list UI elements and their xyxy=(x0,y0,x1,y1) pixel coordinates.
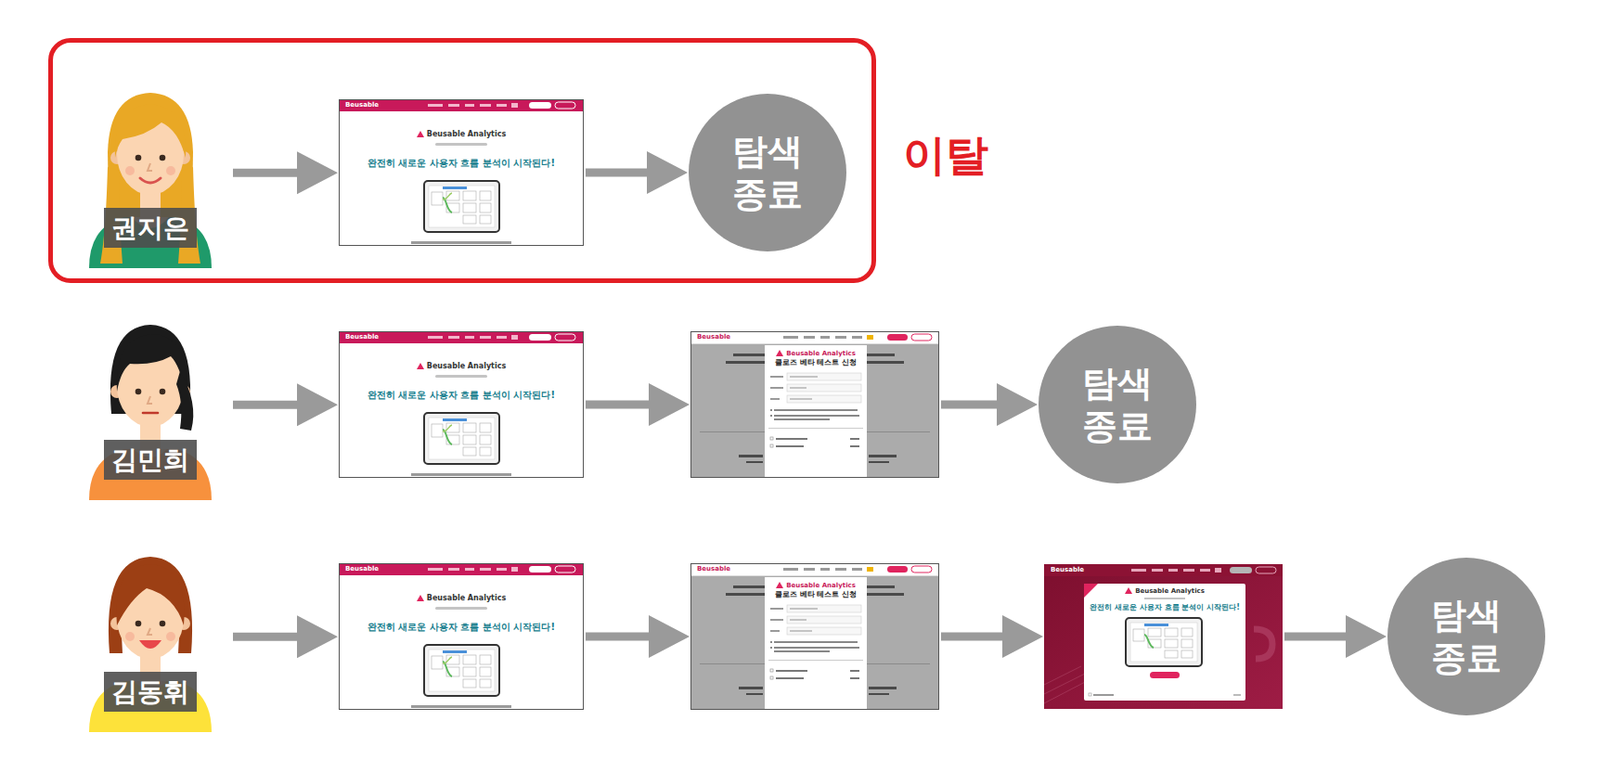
page-screenshot: BeusableBeusable Analytics 완전히 새로운 사용자 흐름… xyxy=(1044,564,1283,710)
user-name: 김민희 xyxy=(103,439,197,480)
headline-text: 완전히 새로운 사용자 흐름 분석이 시작된다! xyxy=(1083,603,1246,613)
flow-arrow xyxy=(941,383,1038,426)
dropout-frame: 이탈권지은BeusableBeusable Analytics완전히 새로운 사… xyxy=(48,38,877,284)
headline-text: 완전히 새로운 사용자 흐름 분석이 시작된다! xyxy=(338,621,584,633)
brand-text: Beusable Analytics xyxy=(1083,587,1246,596)
logo-text: Beusable xyxy=(345,333,379,342)
end-circle: 탐색 종료 xyxy=(1038,325,1197,484)
modal-title: 클로즈 베타 테스트 신청 xyxy=(764,590,867,600)
user-name: 김동휘 xyxy=(103,671,197,712)
logo-text: Beusable xyxy=(696,565,731,574)
brand-text: Beusable Analytics xyxy=(764,581,867,591)
headline-text: 완전히 새로운 사용자 흐름 분석이 시작된다! xyxy=(338,389,584,401)
arrow-head xyxy=(646,151,688,194)
brand-text: Beusable Analytics xyxy=(764,349,867,359)
screenshot-illustration xyxy=(1044,564,1283,710)
logo-text: Beusable xyxy=(345,565,379,574)
arrow-head xyxy=(296,615,338,659)
end-text: 탐색 종료 xyxy=(709,129,826,217)
brand-text: Beusable Analytics xyxy=(338,129,584,140)
page-screenshot: BeusableBeusable Analytics 완전히 새로운 사용자 흐름… xyxy=(338,99,584,246)
end-text: 탐색 종료 xyxy=(1408,593,1524,681)
flow-arrow xyxy=(941,615,1044,659)
logo-text: Beusable xyxy=(696,333,731,342)
end-circle: 탐색 종료 xyxy=(688,93,847,252)
arrow-shaft xyxy=(1284,632,1350,642)
user-name: 권지은 xyxy=(103,207,197,248)
dropout-label: 이탈 xyxy=(903,129,989,181)
arrow-head xyxy=(648,383,690,426)
arrow-head xyxy=(996,383,1038,426)
arrow-head xyxy=(296,151,338,194)
screenshot-illustration xyxy=(338,331,584,478)
arrow-head xyxy=(1002,615,1044,659)
arrow-shaft xyxy=(232,168,301,178)
arrow-head xyxy=(296,383,338,426)
brand-text: Beusable Analytics xyxy=(338,361,584,372)
flow-arrow xyxy=(585,151,688,194)
modal-title: 클로즈 베타 테스트 신청 xyxy=(764,358,867,368)
logo-text: Beusable xyxy=(345,101,379,110)
arrow-shaft xyxy=(585,168,651,178)
arrow-head xyxy=(1345,615,1387,659)
logo-text: Beusable xyxy=(1050,566,1084,575)
arrow-shaft xyxy=(232,400,301,410)
screenshot-illustration xyxy=(338,99,584,246)
arrow-head xyxy=(648,615,690,659)
arrow-shaft xyxy=(941,400,1001,410)
user-avatar: 김동휘 xyxy=(81,541,220,733)
arrow-shaft xyxy=(232,632,301,642)
brand-text: Beusable Analytics xyxy=(338,593,584,604)
page-screenshot: BeusableBeusable Analytics클로즈 베타 테스트 신청 xyxy=(690,563,940,710)
screenshot-illustration xyxy=(338,563,584,710)
page-screenshot: BeusableBeusable Analytics 완전히 새로운 사용자 흐름… xyxy=(338,563,584,710)
user-avatar: 권지은 xyxy=(81,77,220,269)
flow-arrow xyxy=(585,615,690,659)
arrow-shaft xyxy=(941,632,1007,642)
page-screenshot: BeusableBeusable Analytics클로즈 베타 테스트 신청 xyxy=(690,331,940,478)
arrow-shaft xyxy=(585,400,653,410)
page-screenshot: BeusableBeusable Analytics 완전히 새로운 사용자 흐름… xyxy=(338,331,584,478)
flow-arrow xyxy=(232,383,338,426)
arrow-shaft xyxy=(585,632,653,642)
headline-text: 완전히 새로운 사용자 흐름 분석이 시작된다! xyxy=(338,157,584,169)
user-avatar: 김민희 xyxy=(81,309,220,501)
flow-arrow xyxy=(1284,615,1387,659)
flow-arrow xyxy=(232,615,338,659)
end-circle: 탐색 종료 xyxy=(1387,557,1546,716)
flow-arrow xyxy=(585,383,690,426)
end-text: 탐색 종료 xyxy=(1059,361,1175,449)
flow-arrow xyxy=(232,151,338,194)
